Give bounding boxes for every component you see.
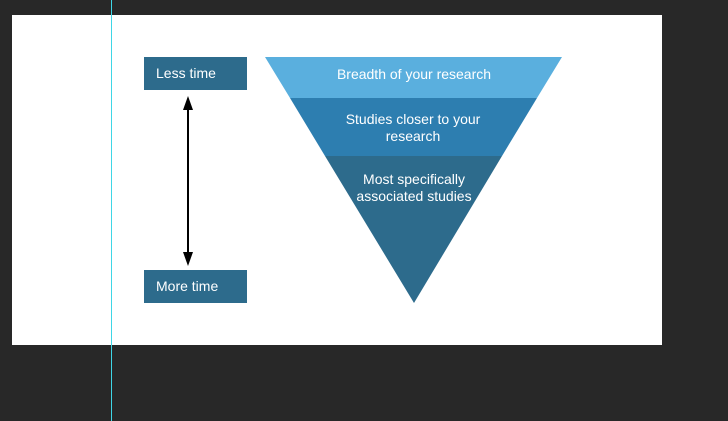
funnel-label-breadth: Breadth of your research — [336, 66, 492, 82]
less-time-box: Less time — [144, 57, 247, 90]
more-time-box: More time — [144, 270, 247, 303]
vertical-guide-line[interactable] — [111, 0, 112, 421]
double-arrow-icon — [183, 96, 193, 266]
funnel-level-specific — [325, 156, 502, 303]
funnel-label-specific: Most specifically associated studies — [356, 171, 472, 204]
funnel-label-closer: Studies closer to your research — [345, 111, 481, 144]
funnel-level-breadth — [265, 57, 562, 98]
funnel-diagram — [265, 57, 562, 303]
funnel-level-closer — [290, 98, 537, 156]
